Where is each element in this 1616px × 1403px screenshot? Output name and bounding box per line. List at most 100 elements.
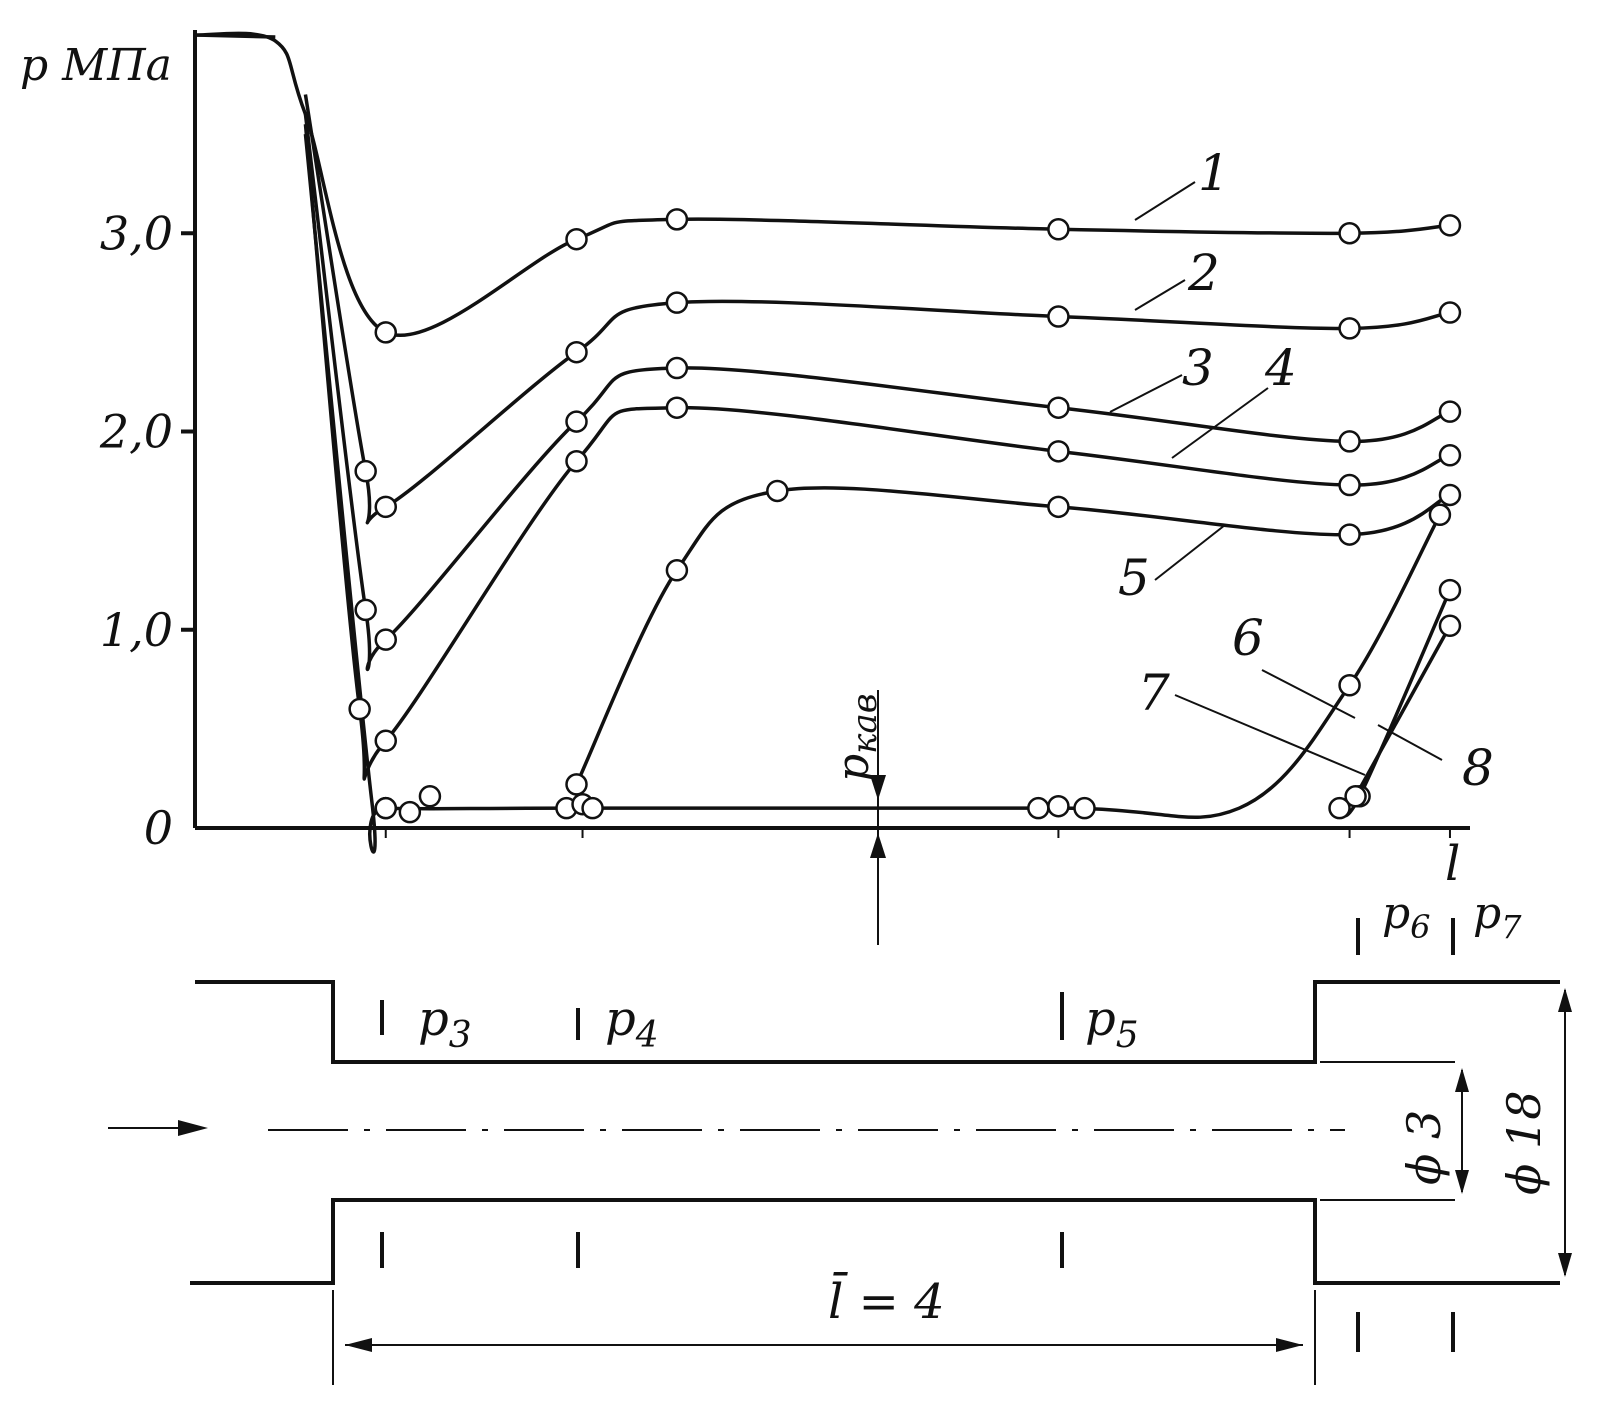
point-s5-4 [1338, 523, 1361, 546]
series-label-2: 2 [1187, 244, 1220, 302]
series-leader-6 [1261, 669, 1356, 719]
series-leader-7 [1174, 694, 1366, 776]
x-axis-label: l [1445, 836, 1460, 892]
tap-label-p4: p4 [605, 991, 659, 1056]
series-leader-8 [1377, 724, 1443, 761]
point-s3-3 [565, 410, 588, 433]
series-layer [194, 31, 1452, 854]
outer-dim-arrow-up-icon [1558, 988, 1572, 1012]
pressure-tap-marks [380, 918, 1455, 1352]
series-line-1 [194, 31, 1451, 337]
series-line-5 [574, 486, 1451, 786]
point-s6-7 [1428, 503, 1452, 527]
series-label-5: 5 [1118, 549, 1150, 607]
point-s4-5 [1047, 440, 1070, 463]
y-tick-label-2: 2,0 [99, 405, 173, 459]
series-label-8: 8 [1462, 739, 1494, 797]
tap-label-p5: p5 [1085, 991, 1139, 1056]
inner-dim-arrow-down-icon [1455, 1170, 1469, 1194]
series-leader-1 [1134, 181, 1196, 221]
point-s5-2 [766, 479, 789, 503]
point-s1-3 [374, 321, 398, 344]
point-s2-7 [1438, 301, 1462, 324]
point-s1-4 [565, 227, 588, 251]
series-leader-3 [1109, 374, 1183, 413]
point-s3-2 [374, 628, 398, 651]
point-s4-1 [348, 697, 371, 721]
point-s4-2 [374, 729, 398, 753]
point-s8-0 [1344, 785, 1367, 808]
point-s6-6 [1338, 674, 1361, 697]
point-s1-7 [1338, 222, 1361, 245]
baseline-point-6 [1027, 796, 1050, 820]
marker-layer [348, 208, 1462, 824]
tap-label-p6: p6 [1382, 888, 1431, 946]
baseline-point-7 [1047, 794, 1070, 818]
outer-dim-arrow-down-icon [1558, 1253, 1572, 1277]
series-line-4 [303, 124, 1451, 781]
series-line-7 [1337, 589, 1452, 818]
series-label-3: 3 [1182, 339, 1214, 397]
baseline-point-1 [398, 800, 422, 824]
point-s1-6 [1047, 218, 1070, 241]
y-tick-label-0: 0 [144, 801, 173, 855]
point-s2-1 [354, 459, 377, 483]
point-s3-6 [1338, 430, 1361, 453]
point-s3-4 [665, 356, 689, 380]
point-s3-1 [354, 598, 377, 622]
series-line-3 [303, 114, 1451, 672]
tube-upper-wall [195, 980, 1560, 1064]
series-label-4: 4 [1264, 339, 1297, 397]
series-label-1: 1 [1198, 144, 1230, 202]
point-s2-2 [374, 495, 398, 519]
p-kav-arrow-down-icon [870, 775, 886, 800]
flow-direction-arrow-icon [178, 1120, 208, 1136]
series-leader-5 [1154, 524, 1226, 581]
y-axis-label: p МПа [20, 40, 172, 91]
tube-lower-wall [190, 1198, 1560, 1285]
point-s5-3 [1047, 495, 1070, 519]
point-s4-7 [1438, 444, 1462, 467]
inner-dim-arrow-up-icon [1455, 1068, 1469, 1092]
series-leader-4 [1171, 387, 1269, 459]
baseline-point-9 [1328, 796, 1351, 820]
point-s1-5 [665, 208, 689, 231]
chart-axes [193, 30, 1470, 830]
p-kav-label: pкав [828, 693, 885, 782]
point-s2-5 [1047, 305, 1070, 328]
point-s5-5 [1438, 483, 1462, 507]
tube-schematic: p3 p4 p5 p6 p7 l̄ = 4 ϕ 3 ϕ 18 [108, 888, 1572, 1385]
length-label: l̄ = 4 [828, 1271, 945, 1330]
point-s3-5 [1047, 396, 1070, 419]
point-s1-8 [1438, 214, 1462, 237]
point-s4-6 [1338, 473, 1361, 497]
p-kav-annotation: pкав [828, 690, 886, 945]
series-line-1-top [194, 33, 276, 39]
length-arrow-right-icon [1276, 1338, 1303, 1352]
point-s5-0 [565, 773, 588, 796]
point-s4-4 [665, 396, 689, 419]
point-s3-7 [1438, 400, 1462, 423]
point-s7-2 [1438, 578, 1462, 602]
tap-label-p7: p7 [1473, 888, 1522, 946]
series-line-2 [303, 94, 1451, 525]
baseline-point-5 [581, 796, 604, 820]
tap-label-p3: p3 [418, 991, 472, 1056]
point-s4-3 [565, 449, 588, 473]
point-s2-3 [565, 340, 588, 364]
point-s2-6 [1338, 317, 1361, 340]
inner-diameter-label: ϕ 3 [1397, 1110, 1451, 1185]
point-s2-4 [665, 291, 689, 314]
length-arrow-left-icon [345, 1338, 372, 1352]
baseline-point-2 [418, 785, 442, 808]
series-label-7: 7 [1138, 664, 1170, 722]
p-kav-arrow-up-icon [870, 833, 886, 858]
baseline-point-8 [1073, 796, 1096, 820]
point-s8-1 [1438, 614, 1462, 638]
series-leader-2 [1134, 279, 1186, 311]
point-s5-1 [665, 559, 689, 582]
y-tick-label-3: 3,0 [100, 206, 173, 260]
baseline-point-0 [374, 796, 398, 820]
